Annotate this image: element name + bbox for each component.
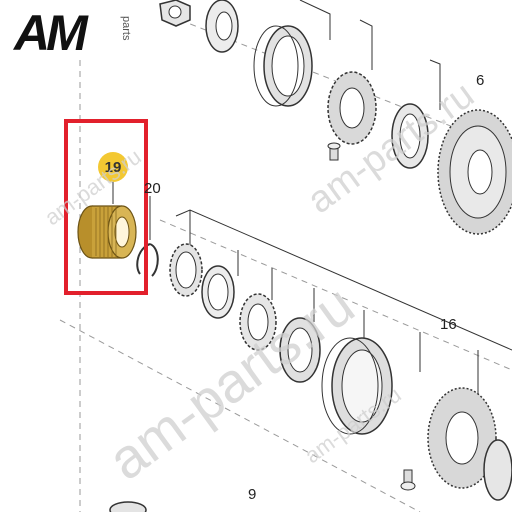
callout-20[interactable]: 20: [144, 180, 161, 197]
mid-gear-16: [427, 387, 497, 489]
callout-19-badge[interactable]: 19: [98, 152, 128, 182]
mid-ring-2: [201, 265, 235, 319]
bracket-top: [299, 0, 441, 110]
top-washer: [205, 0, 239, 53]
logo-suffix: parts: [120, 16, 132, 41]
logo-mark: AM: [14, 5, 88, 61]
top-gear-hub: [327, 71, 377, 145]
mid-ring-1: [169, 243, 203, 297]
mid-synchro-cone: [279, 317, 321, 383]
small-pin: [327, 142, 341, 161]
mid-sleeve: [321, 337, 393, 435]
callout-6[interactable]: 6: [476, 72, 485, 89]
callout-16[interactable]: 16: [440, 316, 457, 333]
top-synchro-ring: [253, 25, 313, 107]
mid-ring-3: [239, 293, 277, 351]
brand-logo[interactable]: AM parts: [14, 5, 144, 61]
bottom-part: [109, 501, 147, 512]
top-nut: [159, 0, 191, 27]
needle-bearing-19: [77, 205, 137, 259]
small-pin-bottom: [400, 469, 416, 491]
bottom-right-ring: [483, 439, 512, 501]
callout-9[interactable]: 9: [248, 486, 257, 503]
large-gear-6: [437, 109, 512, 235]
top-ring: [391, 103, 429, 169]
bracket-middle: [175, 209, 512, 394]
highlight-box: [64, 119, 148, 295]
